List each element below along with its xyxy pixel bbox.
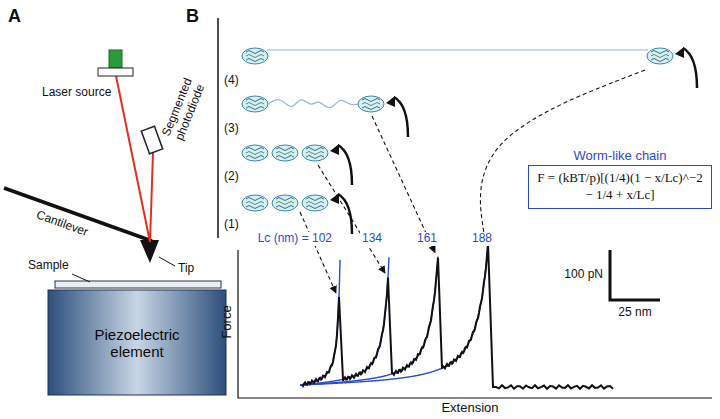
part-label: Sample bbox=[28, 259, 69, 273]
protein-domain bbox=[272, 195, 298, 211]
axis-label: Extension bbox=[441, 401, 498, 416]
node-text: Piezoelectric element bbox=[82, 326, 192, 360]
cantilever bbox=[338, 194, 352, 234]
unfolded-chain bbox=[268, 100, 358, 108]
panel-letter: B bbox=[186, 6, 199, 27]
cantilever bbox=[338, 145, 352, 185]
cantilever bbox=[4, 188, 152, 241]
wlc-fit bbox=[300, 257, 389, 385]
scale-bar bbox=[610, 250, 660, 300]
protein-domain bbox=[302, 145, 328, 161]
protein-domain bbox=[242, 48, 268, 64]
axis-label: Force bbox=[220, 305, 235, 338]
part-label: Laser source bbox=[42, 86, 111, 100]
afm-schematic bbox=[4, 50, 226, 395]
box-heading: Worm-like chain bbox=[528, 148, 712, 163]
unfolded-chain bbox=[267, 49, 648, 50]
dashed-arrow bbox=[300, 212, 336, 293]
divider bbox=[217, 18, 219, 238]
contour-length: 161 bbox=[415, 232, 439, 246]
formula-frame: F = (kBT/p)[(1/4)(1 − x/Lc)^−2 − 1/4 + x… bbox=[528, 165, 712, 209]
contour-length: 134 bbox=[360, 232, 384, 246]
protein-domain bbox=[272, 145, 298, 161]
part-label: Segmented photodiode bbox=[157, 69, 212, 152]
protein-domain bbox=[242, 195, 268, 211]
cantilever bbox=[683, 48, 697, 88]
leader-line bbox=[159, 257, 175, 266]
laser bbox=[109, 50, 122, 68]
protein-domain bbox=[302, 195, 328, 211]
step-number: (2) bbox=[224, 170, 239, 184]
panel-letter: A bbox=[8, 6, 21, 27]
formula-box: Worm-like chain F = (kBT/p)[(1/4)(1 − x/L… bbox=[528, 148, 712, 209]
protein-domain bbox=[647, 48, 673, 64]
formula: F = (kBT/p)[(1/4)(1 − x/Lc)^−2 − 1/4 + x… bbox=[535, 170, 705, 204]
tip bbox=[140, 240, 159, 263]
piezo-element: Piezoelectric element bbox=[48, 290, 226, 395]
wlc-fit bbox=[300, 250, 488, 385]
wlc-fit bbox=[300, 260, 340, 385]
contour-length: Lc (nm) = 102 bbox=[256, 232, 334, 246]
protein-domain bbox=[358, 96, 384, 112]
part-label: Tip bbox=[178, 262, 194, 276]
laser-plate bbox=[98, 68, 133, 76]
dashed-arrow bbox=[318, 165, 385, 273]
force-curves bbox=[300, 243, 613, 388]
part-label: Cantilever bbox=[34, 208, 89, 239]
sample-plate bbox=[55, 281, 221, 288]
scale-label: 100 pN bbox=[564, 268, 603, 282]
protein-domain bbox=[242, 145, 268, 161]
step-number: (1) bbox=[224, 218, 239, 232]
scale-label: 25 nm bbox=[618, 306, 651, 320]
contour-length: 188 bbox=[470, 232, 494, 246]
leader-line bbox=[72, 274, 90, 282]
cantilever bbox=[394, 97, 408, 137]
step-number: (3) bbox=[224, 122, 239, 136]
step-number: (4) bbox=[224, 74, 239, 88]
laser-beam bbox=[116, 76, 153, 242]
protein-domain bbox=[242, 96, 268, 112]
force-trace bbox=[302, 243, 613, 388]
piezo-block bbox=[48, 290, 226, 395]
